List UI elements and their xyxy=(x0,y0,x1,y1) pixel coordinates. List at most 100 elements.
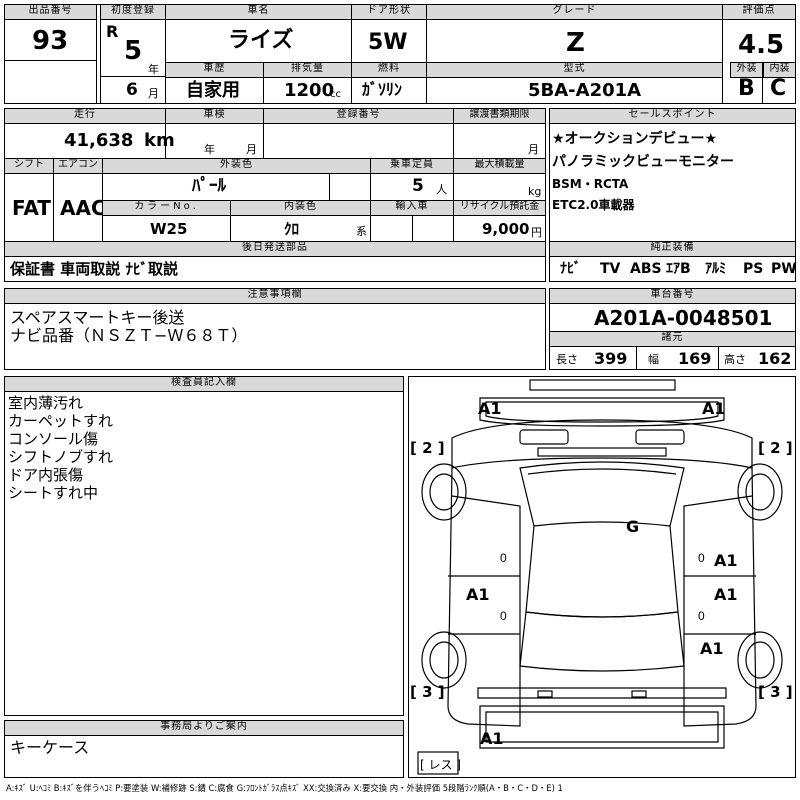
chassis-header: 車台番号 xyxy=(549,288,796,304)
inspector-box xyxy=(4,376,404,716)
inspector-note-1: 室内薄汚れ xyxy=(8,394,84,412)
mark-right-rear-fender: A1 xyxy=(700,639,724,658)
legend: A:ｷｽﾞ U:ﾍｺﾐ B:ｷｽﾞを伴うﾍｺﾐ P:要塗装 W:補修跡 S:錆 … xyxy=(6,783,563,793)
reg-month-unit: 月 xyxy=(148,87,159,100)
car-name-header: 車名 xyxy=(165,4,352,20)
tire-rear-right: [ 3 ] xyxy=(758,683,793,701)
inspector-header: 検査員記入欄 xyxy=(4,376,404,392)
reg-month: 6 xyxy=(126,80,138,100)
grade-header: グレード xyxy=(426,4,723,20)
inspection-header: 車検 xyxy=(165,108,264,124)
genuine-box xyxy=(549,256,796,282)
spec-section xyxy=(4,108,546,255)
color-no-header: カラーNo. xyxy=(102,200,231,216)
max-load-header: 最大積載量 xyxy=(453,158,546,174)
inspector-note-3: コンソール傷 xyxy=(8,430,99,448)
tire-front-right: [ 2 ] xyxy=(758,439,793,457)
note-1: スペアスマートキー後送 xyxy=(10,308,185,327)
reg-year: 5 xyxy=(124,36,143,66)
spare-tire: [ レス ] xyxy=(420,758,461,772)
shift-header: シフト xyxy=(4,158,54,174)
genuine-equip-3: ABS xyxy=(630,261,662,277)
era-label: R xyxy=(106,22,119,41)
grade: Z xyxy=(566,28,585,58)
left-front-zero: 0 xyxy=(500,551,507,565)
inspector-note-2: カーペットすれ xyxy=(8,412,114,430)
ac-header: エアコン xyxy=(53,158,103,174)
door-header: ドア形状 xyxy=(351,4,427,20)
history: 自家用 xyxy=(186,80,240,101)
height-value: 162 xyxy=(758,349,792,368)
sales-point-header: セールスポイント xyxy=(549,108,796,124)
right-rear-zero: 0 xyxy=(698,609,705,623)
mileage-unit: km xyxy=(144,130,175,151)
dims-header: 諸元 xyxy=(549,331,796,347)
genuine-equip-4: ｴｱB xyxy=(666,261,691,277)
office-note-1: キーケース xyxy=(10,738,90,757)
int-color-header: 内装色 xyxy=(230,200,371,216)
height-label: 高さ xyxy=(724,353,746,366)
lot-header: 出品番号 xyxy=(4,4,97,20)
car-diagram-box xyxy=(408,376,796,778)
inspector-note-5: ドア内張傷 xyxy=(8,466,84,484)
capacity-header: 乗車定員 xyxy=(370,158,454,174)
mark-rear: A1 xyxy=(480,729,504,748)
genuine-equip-6: PS xyxy=(743,261,764,277)
score-header: 評価点 xyxy=(722,4,796,20)
ac-type: AAC xyxy=(60,196,106,220)
car-diagram: 0 0 0 0 xyxy=(417,379,783,775)
mark-left-rear-door: A1 xyxy=(466,585,490,604)
sales-point-2: パノラミックビューモニター xyxy=(552,154,734,170)
capacity-unit: 人 xyxy=(436,183,447,196)
interior-score-header: 内装 xyxy=(763,62,796,78)
displacement: 1200 xyxy=(284,80,335,101)
fuel-header: 燃料 xyxy=(351,62,427,78)
genuine-equip-1: ﾅﾋﾞ xyxy=(560,261,581,277)
tire-front-left: [ 2 ] xyxy=(410,439,445,457)
left-rear-zero: 0 xyxy=(500,609,507,623)
mark-roof: G xyxy=(626,517,640,536)
model-header: 型式 xyxy=(426,62,723,78)
history-header: 車歴 xyxy=(165,62,264,78)
width-value: 169 xyxy=(678,349,712,368)
after-parts-box xyxy=(4,256,546,282)
shift-type: FAT xyxy=(12,196,51,220)
top-section xyxy=(4,4,796,104)
ext-color: ﾊﾟｰﾙ xyxy=(192,176,226,196)
int-color: ｸﾛ xyxy=(284,220,300,238)
overall-score: 4.5 xyxy=(738,30,785,60)
right-front-zero: 0 xyxy=(698,551,705,565)
mark-right-front-door: A1 xyxy=(714,551,738,570)
genuine-header: 純正装備 xyxy=(549,241,796,257)
recycle-header: リサイクル預託金 xyxy=(453,200,546,216)
model: 5BA-A201A xyxy=(528,80,642,101)
after-parts: 保証書 車両取説 ﾅﾋﾞ取説 xyxy=(10,260,178,278)
inspection-month-unit: 月 xyxy=(246,143,257,156)
color-no: W25 xyxy=(150,220,188,238)
import-header: 輸入車 xyxy=(370,200,454,216)
fuel: ｶﾞｿﾘﾝ xyxy=(362,80,403,99)
mileage-header: 走行 xyxy=(4,108,166,124)
recycle-fee: 9,000 xyxy=(482,220,530,238)
sales-point-3: BSM・RCTA xyxy=(552,177,629,191)
inspector-note-4: シフトノブすれ xyxy=(8,448,114,466)
inspection-year-unit: 年 xyxy=(204,143,215,156)
length-value: 399 xyxy=(594,349,628,368)
reg-year-unit: 年 xyxy=(148,63,159,76)
transfer-doc-header: 譲渡書類期限 xyxy=(453,108,546,124)
first-reg-header: 初度登録 xyxy=(100,4,166,20)
capacity: 5 xyxy=(412,176,424,196)
note-2: ナビ品番（ＮＳＺＴ−Ｗ６８Ｔ） xyxy=(10,326,248,345)
genuine-equip-5: ｱﾙﾐ xyxy=(705,261,726,277)
recycle-unit: 円 xyxy=(531,226,542,239)
transfer-month-unit: 月 xyxy=(528,143,539,156)
car-name: ライズ xyxy=(228,28,294,53)
genuine-equip-7: PW xyxy=(771,261,797,277)
interior-score: C xyxy=(770,76,787,101)
displacement-unit: cc xyxy=(330,89,341,100)
mark-front-left: A1 xyxy=(478,399,502,418)
exterior-score: B xyxy=(738,76,755,101)
chassis-number: A201A-0048501 xyxy=(594,306,773,330)
reg-number-header: 登録番号 xyxy=(263,108,454,124)
length-label: 長さ xyxy=(556,353,578,366)
